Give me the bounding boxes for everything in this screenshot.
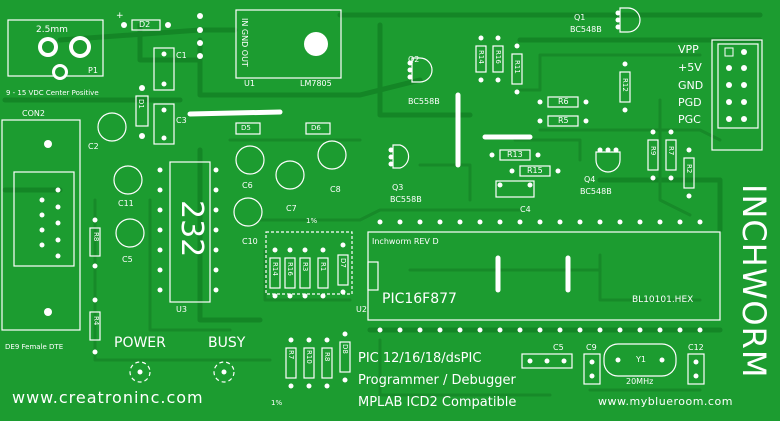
ref-r14-top: R14 bbox=[477, 50, 485, 64]
ref-d1: D1 bbox=[137, 99, 145, 109]
ref-r4: R4 bbox=[92, 316, 100, 326]
pic-rev-label: Inchworm REV D bbox=[372, 237, 439, 246]
brand-left: www.creatroninc.com bbox=[12, 388, 204, 407]
ref-u3: U3 bbox=[176, 305, 187, 314]
percent-label-bottom: 1% bbox=[271, 399, 283, 407]
ref-c12: C12 bbox=[688, 343, 704, 352]
plus-mark: + bbox=[116, 11, 124, 21]
ref-c11: C11 bbox=[118, 199, 134, 208]
ref-con2: CON2 bbox=[22, 109, 45, 118]
busy-led-label: BUSY bbox=[208, 335, 246, 351]
regulator-part-label: LM7805 bbox=[300, 79, 332, 88]
ref-c8: C8 bbox=[330, 185, 341, 194]
de9-label: DE9 Female DTE bbox=[5, 343, 64, 351]
product-title: INCHWORM bbox=[735, 184, 773, 379]
ref-r10: R10 bbox=[305, 350, 313, 364]
ref-c9: C9 bbox=[586, 343, 597, 352]
ref-q4: Q4 bbox=[584, 175, 596, 184]
pic-chip-label: PIC16F877 bbox=[382, 291, 457, 307]
q2-part: BC558B bbox=[408, 97, 440, 106]
ref-c5: C5 bbox=[553, 343, 564, 352]
ref-r13: R13 bbox=[507, 150, 523, 159]
ref-c2: C2 bbox=[88, 142, 99, 151]
pic-hex-label: BL10101.HEX bbox=[632, 295, 694, 305]
ref-q1: Q1 bbox=[574, 13, 586, 22]
power-led-label: POWER bbox=[114, 335, 166, 351]
ref-d6: D6 bbox=[311, 124, 321, 132]
brand-right: www.myblueroom.com bbox=[598, 395, 733, 408]
product-line-1: PIC 12/16/18/dsPIC bbox=[358, 351, 482, 366]
ref-r5: R5 bbox=[558, 116, 569, 125]
icsp-pin-vpp: VPP bbox=[678, 43, 699, 56]
ref-p1: P1 bbox=[88, 66, 98, 75]
ref-r2: R2 bbox=[685, 164, 693, 174]
ref-r7: R7 bbox=[287, 350, 295, 360]
jack-size-label: 2.5mm bbox=[36, 25, 68, 35]
ref-c7: C7 bbox=[286, 204, 297, 213]
ref-r14: R14 bbox=[271, 262, 279, 276]
ref-y1: Y1 bbox=[636, 355, 646, 364]
max232-label: 232 bbox=[174, 200, 209, 258]
ref-r8-array: R8 bbox=[323, 352, 331, 362]
q1-part: BC548B bbox=[570, 25, 602, 34]
ref-c10: C10 bbox=[242, 237, 258, 246]
ref-c4: C4 bbox=[520, 205, 531, 214]
ref-u1: U1 bbox=[244, 79, 255, 88]
ref-r9: R9 bbox=[649, 146, 657, 156]
ref-r1: R1 bbox=[319, 262, 327, 272]
ref-d8: D8 bbox=[341, 344, 349, 354]
ref-r16: R16 bbox=[286, 262, 294, 276]
crystal-frequency: 20MHz bbox=[626, 377, 654, 386]
ref-q2: Q2 bbox=[408, 55, 420, 64]
ref-r12: R12 bbox=[621, 78, 629, 92]
ref-c6: C6 bbox=[242, 181, 253, 190]
ref-d2: D2 bbox=[139, 20, 151, 29]
ref-c1: C1 bbox=[176, 51, 187, 60]
ref-d7: D7 bbox=[339, 258, 347, 268]
ref-r11: R11 bbox=[513, 60, 521, 74]
ref-c3: C3 bbox=[176, 116, 187, 125]
ref-d5: D5 bbox=[241, 124, 251, 132]
ref-r6: R6 bbox=[558, 97, 569, 106]
product-line-3: MPLAB ICD2 Compatible bbox=[358, 395, 517, 410]
regulator-pins-label: IN GND OUT bbox=[240, 18, 249, 67]
ref-u2: U2 bbox=[356, 305, 367, 314]
ref-r15: R15 bbox=[527, 166, 543, 175]
ref-r3: R3 bbox=[301, 262, 309, 272]
icsp-pin-pgc: PGC bbox=[678, 113, 701, 126]
icsp-pin-5v: +5V bbox=[678, 61, 702, 74]
q3-part: BC558B bbox=[390, 195, 422, 204]
ref-r16-top: R16 bbox=[494, 50, 502, 64]
ref-q3: Q3 bbox=[392, 183, 404, 192]
icsp-pin-gnd: GND bbox=[678, 79, 704, 92]
icsp-pin-pgd: PGD bbox=[678, 96, 702, 109]
power-input-label: 9 - 15 VDC Center Positive bbox=[6, 89, 99, 97]
percent-label-top: 1% bbox=[306, 217, 318, 225]
product-line-2: Programmer / Debugger bbox=[358, 373, 516, 388]
silkscreen bbox=[1, 7, 763, 389]
q4-part: BC548B bbox=[580, 187, 612, 196]
ref-r8: R8 bbox=[92, 232, 100, 242]
ref-c5-left: C5 bbox=[122, 255, 133, 264]
ref-r7-right: R7 bbox=[667, 146, 675, 156]
